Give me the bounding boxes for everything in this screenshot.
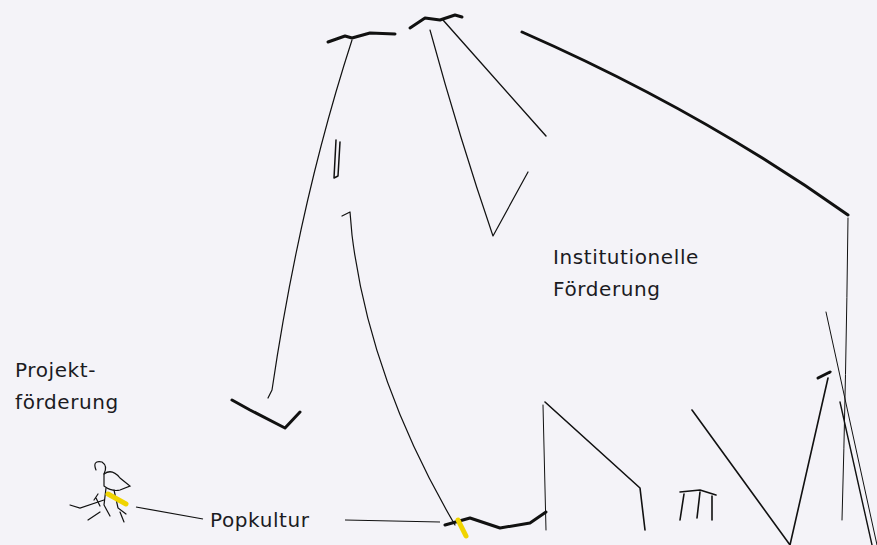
leader-line (136, 507, 203, 519)
region-label: Institutionelle Förderung (553, 241, 773, 305)
leader-line (345, 520, 440, 522)
callout-label: Popkultur (210, 504, 370, 536)
region-label: Projekt- förderung (15, 354, 155, 418)
mouse-figure (70, 462, 130, 522)
